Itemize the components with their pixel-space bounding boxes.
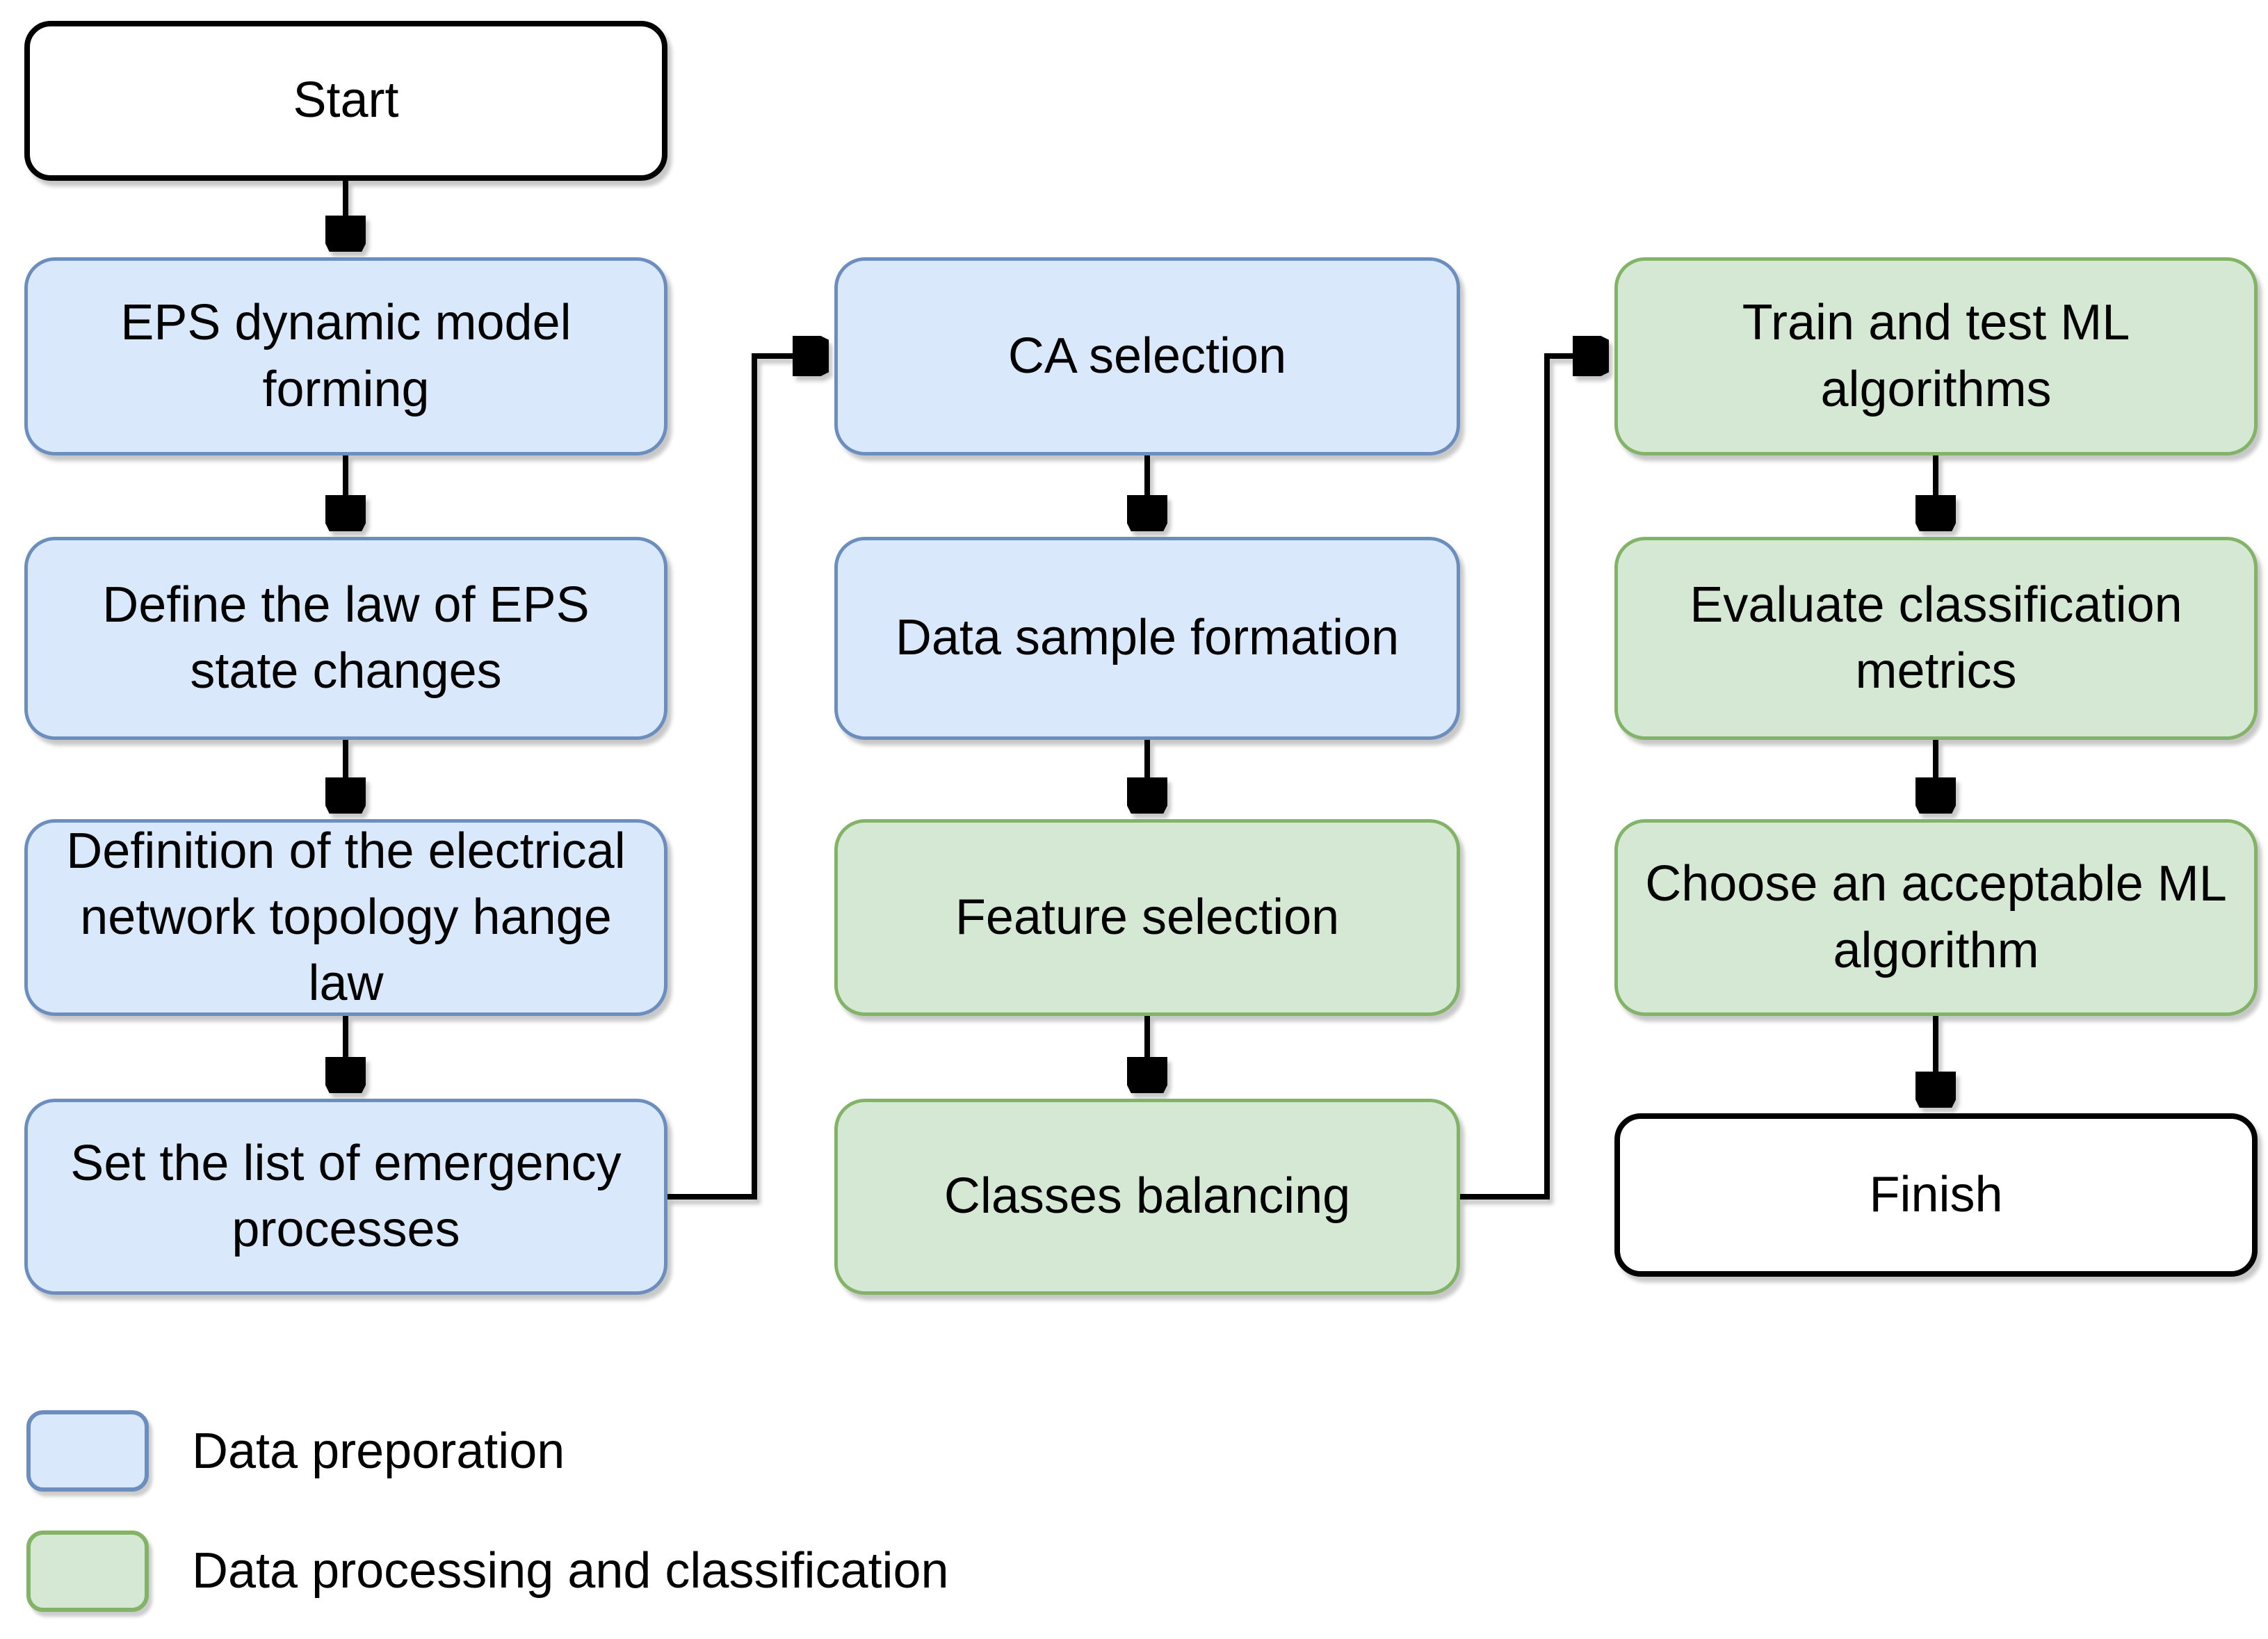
node-eps-dynamic-model-forming: EPS dynamic model forming: [24, 257, 667, 455]
node-label: Feature selection: [955, 889, 1340, 945]
node-definition-of-electrical-network-topology-hange-law: Definition of the electrical network top…: [24, 819, 667, 1016]
node-label: CA selection: [1007, 328, 1287, 384]
connector-set-list-to-ca-selection: [667, 356, 829, 1200]
node-data-sample-formation: Data sample formation: [834, 537, 1460, 740]
node-label: Choose an acceptable ML algorithm: [1645, 856, 2227, 978]
node-train-and-test-ml-algorithms: Train and test ML algorithms: [1614, 257, 2258, 455]
node-classes-balancing: Classes balancing: [834, 1099, 1460, 1295]
node-define-law-of-eps-state-changes: Define the law of EPS state changes: [24, 537, 667, 740]
node-label: Start: [293, 72, 399, 129]
node-finish: Finish: [1614, 1113, 2258, 1277]
legend-label: Data processing and classification: [192, 1543, 949, 1599]
node-choose-an-acceptable-ml-algorithm: Choose an acceptable ML algorithm: [1614, 819, 2258, 1016]
node-feature-selection: Feature selection: [834, 819, 1460, 1016]
node-label: Evaluate classification metrics: [1690, 576, 2182, 699]
node-label: Train and test ML algorithms: [1742, 295, 2130, 417]
legend-item-data-preporation: Data preporation: [26, 1410, 565, 1492]
node-set-list-of-emergency-processes: Set the list of emergency processes: [24, 1099, 667, 1295]
node-label: Data sample formation: [895, 610, 1400, 666]
node-label: Classes balancing: [943, 1168, 1351, 1225]
node-start: Start: [24, 21, 667, 181]
node-label: Definition of the electrical network top…: [66, 823, 626, 1012]
node-label: Set the list of emergency processes: [70, 1135, 622, 1257]
node-ca-selection: CA selection: [834, 257, 1460, 455]
node-label: Finish: [1869, 1166, 2003, 1222]
node-evaluate-classification-metrics: Evaluate classification metrics: [1614, 537, 2258, 740]
legend-item-data-processing-and-classification: Data processing and classification: [26, 1530, 949, 1612]
node-label: Define the law of EPS state changes: [102, 576, 590, 699]
legend-swatch-data-processing: [26, 1530, 149, 1612]
legend-swatch-data-preporation: [26, 1410, 149, 1492]
node-label: EPS dynamic model forming: [120, 295, 572, 417]
legend-label: Data preporation: [192, 1423, 565, 1479]
connector-classes-balancing-to-train-test: [1460, 356, 1609, 1200]
